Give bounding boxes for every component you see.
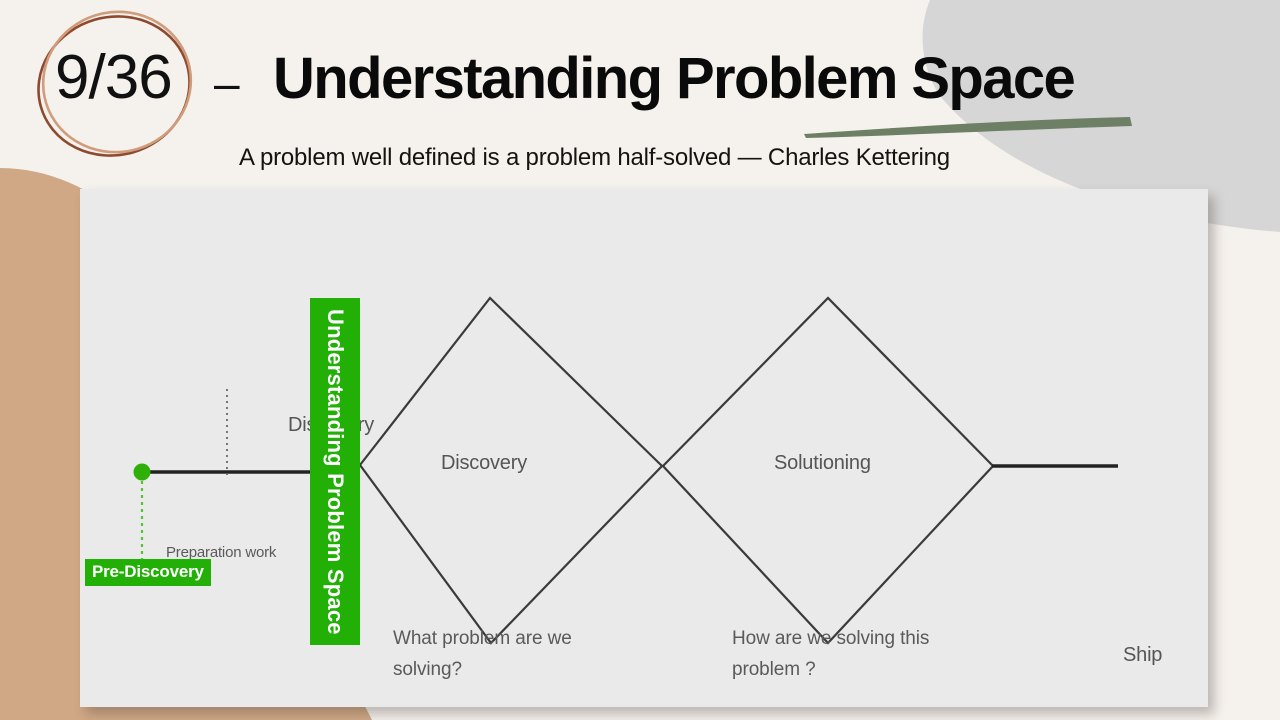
diagram-lines <box>133 296 1118 645</box>
label-discovery-diamond: Discovery <box>441 452 527 474</box>
hand-drawn-ellipse-icon <box>37 10 193 157</box>
question-second-diamond: How are we solving this problem ? <box>732 628 930 681</box>
green-brush-underline-icon <box>804 117 1132 138</box>
diagram-card: Discovery Discovery Solutioning Preparat… <box>80 189 1208 707</box>
question-first-diamond: What problem are we solving? <box>393 628 572 681</box>
title-separator: – <box>214 57 240 109</box>
label-solutioning-diamond: Solutioning <box>774 452 871 474</box>
label-ship: Ship <box>1123 644 1163 666</box>
highlight-bar-label: Understanding Problem Space <box>323 308 348 635</box>
page-subtitle: A problem well defined is a problem half… <box>239 144 950 171</box>
highlight-bar-understanding-problem-space: Understanding Problem Space <box>310 298 360 645</box>
badge-pre-discovery: Pre-Discovery <box>85 559 211 586</box>
slide-number: 9/36 <box>55 43 173 112</box>
start-node-dot <box>133 463 151 481</box>
slide-header: 9/36 – Understanding Problem Space A pro… <box>0 0 1280 190</box>
page-title: Understanding Problem Space <box>273 46 1076 111</box>
label-preparation-work: Preparation work <box>166 544 277 561</box>
gray-blob-shape <box>922 0 1280 232</box>
